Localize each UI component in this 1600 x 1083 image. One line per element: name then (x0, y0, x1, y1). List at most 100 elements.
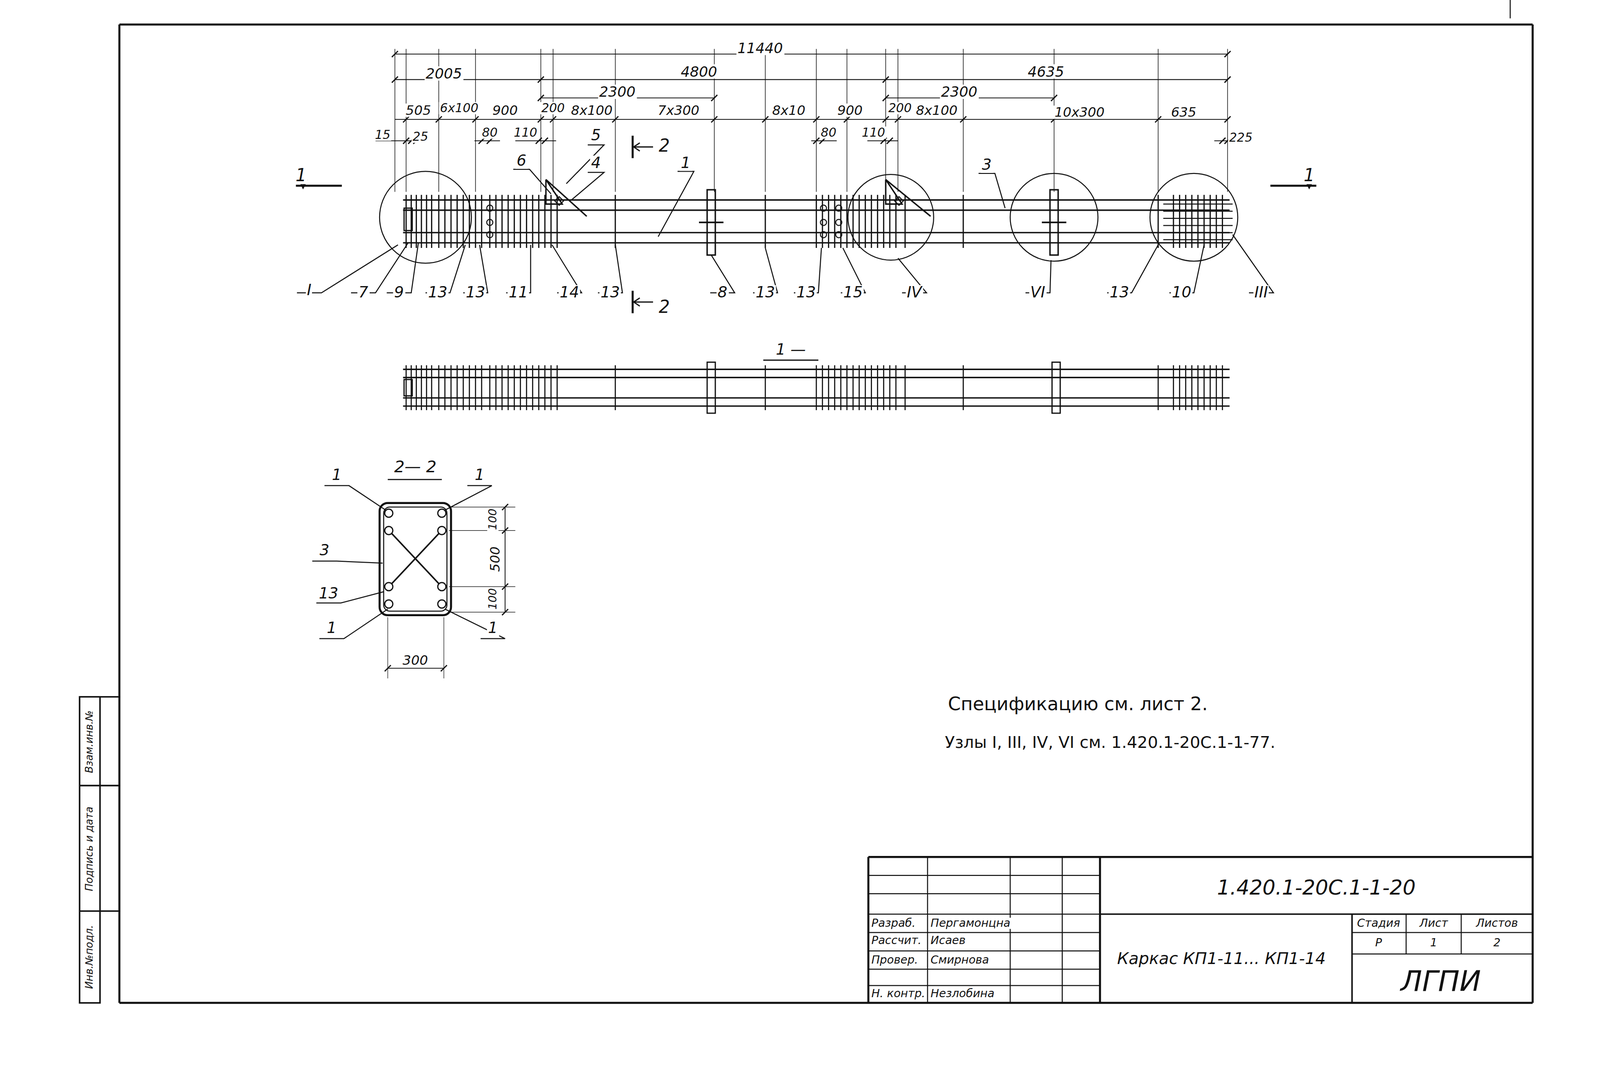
stirrup (1173, 365, 1174, 411)
stirrup (532, 365, 534, 411)
stirrup (538, 194, 540, 248)
stirrup (864, 194, 867, 248)
extension-line (387, 617, 388, 679)
leader-line (1232, 234, 1274, 293)
stirrup (858, 365, 860, 411)
drawing-label: 7 (357, 285, 370, 301)
view-underline (387, 479, 442, 481)
drawing-label: 13 (599, 285, 621, 301)
title-block (1351, 914, 1353, 1003)
stirrup (1178, 365, 1180, 411)
inclined-bar (885, 179, 931, 217)
title-block (1009, 856, 1011, 1003)
longitudinal-bar (437, 509, 446, 518)
stirrup (450, 194, 452, 248)
stirrup (815, 194, 818, 248)
dimension-line (387, 668, 445, 669)
stirrup (764, 365, 766, 411)
dimension-tick (541, 137, 548, 144)
extension-line (449, 530, 516, 531)
drawing-label: 1 (1302, 166, 1316, 184)
stirrup (438, 365, 440, 411)
stirrup (827, 365, 829, 411)
stirrup (495, 365, 497, 411)
stirrup (480, 365, 482, 411)
title-block (868, 913, 1100, 915)
title-block (1352, 931, 1533, 933)
drawing-label: 2— 2 (393, 459, 438, 476)
drawing-label: 8 (716, 285, 729, 301)
stirrup (480, 194, 483, 248)
drawing-label: 1 (1429, 937, 1439, 949)
dimension-line (515, 140, 557, 142)
stirrup (614, 365, 616, 411)
detail-circle (1010, 173, 1098, 262)
dimension-tick (886, 137, 893, 144)
title-block (1460, 914, 1462, 955)
embedded-plate (1041, 221, 1067, 224)
drawing-label: Провер. (870, 954, 920, 966)
stirrup (1221, 365, 1223, 411)
extension-line (614, 49, 616, 193)
stirrup (822, 194, 824, 248)
title-block (868, 856, 1533, 858)
stirrup (904, 365, 906, 411)
extension-line (540, 49, 541, 193)
stirrup (1215, 365, 1217, 411)
drawing-label: Пергамонцна (929, 917, 1012, 930)
drawing-label: 3 (980, 157, 993, 174)
stirrup (895, 365, 897, 411)
section-mark (633, 297, 640, 307)
drawing-label: 200 (540, 102, 566, 115)
stirrup (468, 365, 470, 411)
stirrup (1197, 365, 1199, 411)
drawing-label: 1.420.1-20С.1-1-20 (1215, 877, 1417, 898)
stirrup (520, 365, 521, 411)
stirrup (614, 194, 616, 248)
stirrup (531, 194, 534, 248)
leader-line (445, 609, 506, 639)
drawing-label: Каркас КП1-11... КП1-14 (1116, 951, 1328, 968)
stirrup (556, 365, 558, 411)
stirrup (876, 194, 879, 248)
stirrup (444, 194, 446, 248)
inclined-bar (894, 196, 904, 206)
anchor-bar (486, 205, 493, 212)
leader-line (319, 609, 388, 639)
stirrup (489, 194, 491, 248)
drawing-label: 2300 (598, 84, 637, 99)
drawing-label: 7x300 (656, 103, 701, 117)
drawing-label: 10x300 (1053, 105, 1106, 119)
extension-line (764, 49, 766, 193)
drawing-label: 13 (426, 285, 449, 301)
stirrup (840, 365, 842, 411)
stirrup (1157, 194, 1160, 248)
stirrup (889, 194, 891, 248)
drawing-label: 1 (294, 166, 308, 184)
sheet-frame (119, 1001, 1533, 1004)
stirrup (870, 194, 872, 248)
longitudinal-bar (437, 582, 446, 591)
leader-line (978, 173, 1006, 209)
leader-line (445, 485, 492, 511)
section-outline (379, 503, 451, 616)
drawing-label: IV (905, 285, 923, 301)
stirrup (815, 365, 817, 411)
drawing-label: 13 (464, 285, 486, 301)
drawing-label: 505 (404, 103, 432, 117)
stamp-box (79, 697, 100, 1004)
anchor-bar (1163, 239, 1233, 241)
stirrup (544, 365, 546, 411)
drawing-label: 9 (393, 285, 406, 301)
extension-line (443, 617, 445, 679)
extension-line (475, 49, 476, 193)
anchor-bar (835, 231, 842, 238)
drawing-label: 4 (589, 155, 602, 172)
drawing-label: 110 (860, 126, 887, 139)
sheet-frame (1509, 0, 1511, 19)
extension-line (1227, 49, 1228, 193)
title-block (868, 950, 1100, 952)
stirrup (962, 194, 965, 248)
detail-circle (1149, 173, 1238, 262)
anchor-loop (404, 208, 413, 231)
